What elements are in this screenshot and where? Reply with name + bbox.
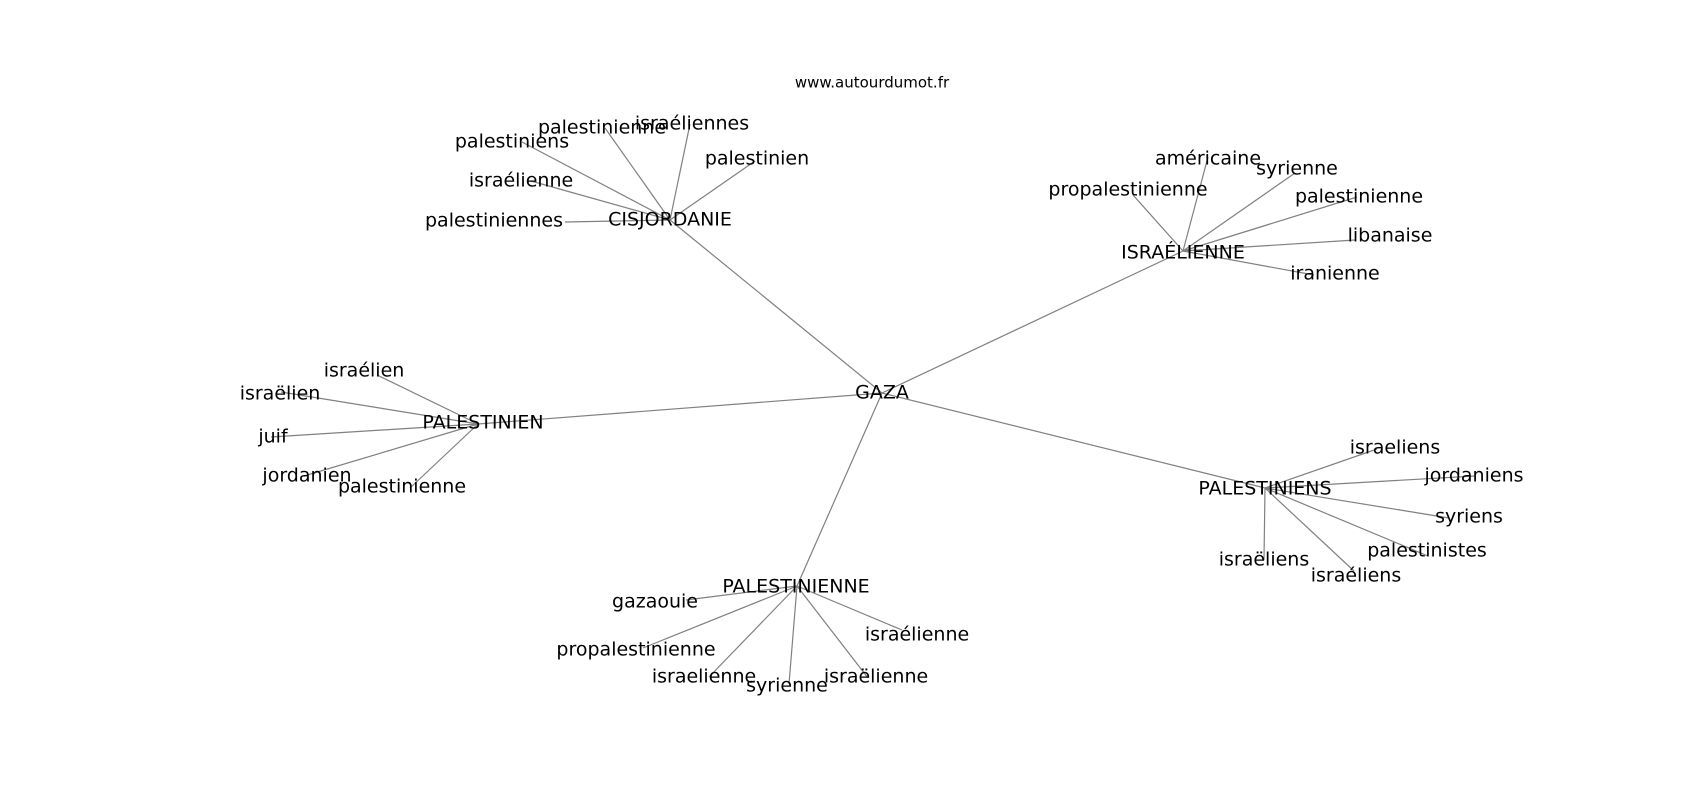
node-israelienne-iranienne: iranienne bbox=[1290, 263, 1380, 285]
edge-gaza-israelienne bbox=[881, 250, 1184, 394]
edge-gaza-cisjordanie bbox=[669, 219, 883, 394]
edge-palestiniens-syriens bbox=[1264, 487, 1450, 519]
edge-palestinien-israelien bbox=[376, 374, 479, 425]
node-cisjordanie-palestinien: palestinien bbox=[705, 148, 809, 170]
node-palestinienne: PALESTINIENNE bbox=[722, 576, 869, 598]
edge-palestiniens-israeliens bbox=[1263, 487, 1266, 561]
node-palestiniens: PALESTINIENS bbox=[1198, 478, 1331, 500]
source-watermark: www.autourdumot.fr bbox=[795, 74, 950, 92]
edge-cisjordanie-israeliennes bbox=[669, 123, 691, 221]
edge-palestiniens-israeliens bbox=[1264, 487, 1355, 572]
node-cisjordanie: CISJORDANIE bbox=[608, 209, 732, 231]
node-palestinienne-israelienne: israëlienne bbox=[824, 666, 928, 688]
node-cisjordanie-israeliennes: israéliennes bbox=[635, 113, 749, 135]
node-palestiniens-palestinistes: palestinistes bbox=[1367, 540, 1487, 562]
edge-palestinien-juif bbox=[270, 423, 479, 438]
node-israelienne-palestinienne: palestinienne bbox=[1295, 186, 1423, 208]
node-palestinienne-syrienne: syrienne bbox=[746, 675, 828, 697]
edge-palestinienne-gazaouie bbox=[685, 585, 798, 601]
node-palestinienne-gazaouie: gazaouie bbox=[612, 591, 698, 613]
node-palestinienne-israelienne: israelienne bbox=[652, 666, 756, 688]
edge-palestiniens-jordaniens bbox=[1264, 475, 1476, 489]
node-cisjordanie-palestiniennes: palestiniennes bbox=[425, 210, 563, 232]
node-palestiniens-israeliens: israëliens bbox=[1219, 549, 1310, 571]
edge-palestinienne-israelienne bbox=[796, 585, 869, 679]
edge-palestiniens-israeliens bbox=[1264, 448, 1378, 489]
edge-israelienne-americaine bbox=[1182, 156, 1209, 252]
edge-cisjordanie-palestinienne bbox=[604, 127, 671, 221]
edge-palestinienne-israelienne bbox=[796, 585, 903, 631]
edge-gaza-palestinienne bbox=[796, 392, 883, 587]
edge-palestinien-jordanien bbox=[303, 423, 479, 477]
edge-palestinien-israelien bbox=[280, 391, 479, 425]
node-palestinienne-propalestinienne: propalestinienne bbox=[556, 639, 715, 661]
node-israelienne-syrienne: syrienne bbox=[1256, 158, 1338, 180]
node-palestiniens-jordaniens: jordaniens bbox=[1423, 465, 1523, 487]
graph-edges bbox=[270, 123, 1476, 685]
node-palestinien: PALESTINIEN bbox=[422, 412, 543, 434]
edge-israelienne-palestinienne bbox=[1182, 196, 1358, 252]
edge-palestinienne-israelienne bbox=[708, 585, 798, 678]
node-palestinien-juif: juif bbox=[257, 426, 289, 448]
node-palestiniens-israeliens: israeliens bbox=[1350, 437, 1441, 459]
node-palestinien-palestinienne: palestinienne bbox=[338, 476, 466, 498]
edge-palestinien-palestinienne bbox=[409, 423, 479, 489]
edge-palestiniens-palestinistes bbox=[1264, 487, 1429, 557]
graph-labels: www.autourdumot.fr GAZA CISJORDANIE palest… bbox=[240, 74, 1524, 697]
edge-palestinienne-syrienne bbox=[788, 585, 798, 685]
node-gaza: GAZA bbox=[855, 382, 909, 404]
node-palestinien-israelien: israëlien bbox=[240, 383, 321, 405]
edge-israelienne-iranienne bbox=[1182, 250, 1315, 276]
node-palestinienne-israelienne: israélienne bbox=[865, 624, 969, 646]
node-cisjordanie-palestinienne: palestinienne bbox=[538, 117, 666, 139]
edge-gaza-palestiniens bbox=[881, 392, 1266, 489]
edge-cisjordanie-israelienne bbox=[530, 180, 671, 221]
node-palestinien-jordanien: jordanien bbox=[261, 465, 351, 487]
node-cisjordanie-israelienne: israélienne bbox=[469, 170, 573, 192]
edge-israelienne-propalestinienne bbox=[1132, 194, 1184, 252]
node-israelienne: ISRAÉLIENNE bbox=[1121, 241, 1245, 264]
node-palestiniens-israeliens: israéliens bbox=[1311, 565, 1402, 587]
edge-israelienne-libanaise bbox=[1182, 239, 1356, 252]
node-israelienne-propalestinienne: propalestinienne bbox=[1048, 179, 1207, 201]
node-palestinien-israelien: israélien bbox=[324, 360, 405, 382]
edge-palestinienne-propalestinienne bbox=[642, 585, 798, 649]
node-palestiniens-syriens: syriens bbox=[1435, 506, 1503, 528]
node-israelienne-americaine: américaine bbox=[1155, 148, 1261, 170]
edge-cisjordanie-palestiniennes bbox=[564, 219, 671, 223]
edge-gaza-palestinien bbox=[477, 392, 883, 425]
edge-israelienne-syrienne bbox=[1182, 172, 1296, 252]
edge-cisjordanie-palestiniens bbox=[521, 141, 671, 221]
node-israelienne-libanaise: libanaise bbox=[1348, 225, 1433, 247]
edge-cisjordanie-palestinien bbox=[669, 160, 756, 221]
node-cisjordanie-palestiniens: palestiniens bbox=[455, 131, 569, 153]
